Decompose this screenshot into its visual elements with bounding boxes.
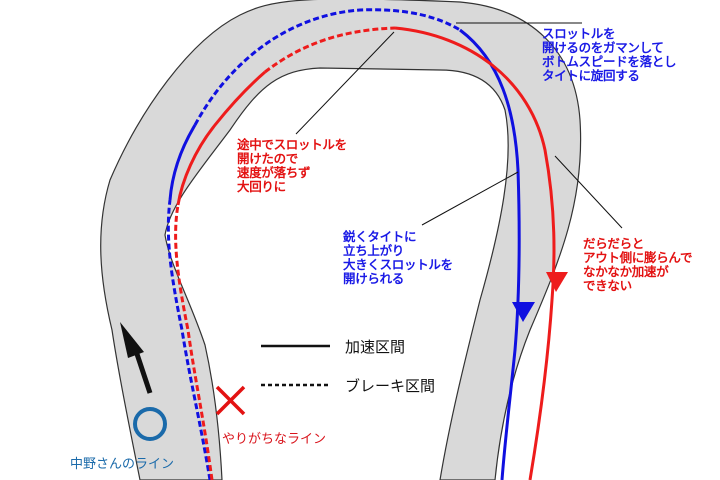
bad-line-accel-early [176, 70, 266, 206]
leader-middle-red [295, 31, 395, 135]
good-line-brake [166, 199, 212, 480]
leader-right-red [554, 155, 623, 229]
bad-line-brake [174, 204, 214, 480]
good-line-accel [459, 28, 521, 480]
bad-line-accel [394, 26, 556, 480]
good-line-brake-top [193, 8, 461, 126]
bad-line-arrowhead [546, 272, 568, 292]
annotation-middle-blue: 鋭くタイトに 立ち上がり 大きくスロットルを 開けられる [343, 229, 453, 286]
legend-accel-label: 加速区間 [345, 338, 406, 356]
good-line-arrowhead [512, 302, 535, 322]
legend-brake-label: ブレーキ区間 [345, 377, 436, 395]
annotation-right-red: だらだらと アウト側に膨らんで なかなか加速が できない [583, 236, 693, 293]
good-line-accel-early [168, 124, 197, 201]
bad-cross-icon [215, 385, 246, 416]
leader-middle-blue [421, 171, 519, 226]
good-circle-icon [133, 407, 167, 441]
annotation-top-right: スロットルを 開けるのをガマンして ボトムスピードを落とし タイトに旋回する [542, 26, 677, 83]
good-line-caption: 中野さんのライン [70, 457, 175, 472]
bad-line-caption: やりがちなライン [222, 432, 327, 447]
direction-arrow-icon [120, 322, 144, 358]
annotation-middle-red: 途中でスロットルを 開けたので 速度が落ちず 大回りに [237, 137, 347, 194]
bad-line-brake-top [264, 26, 396, 74]
